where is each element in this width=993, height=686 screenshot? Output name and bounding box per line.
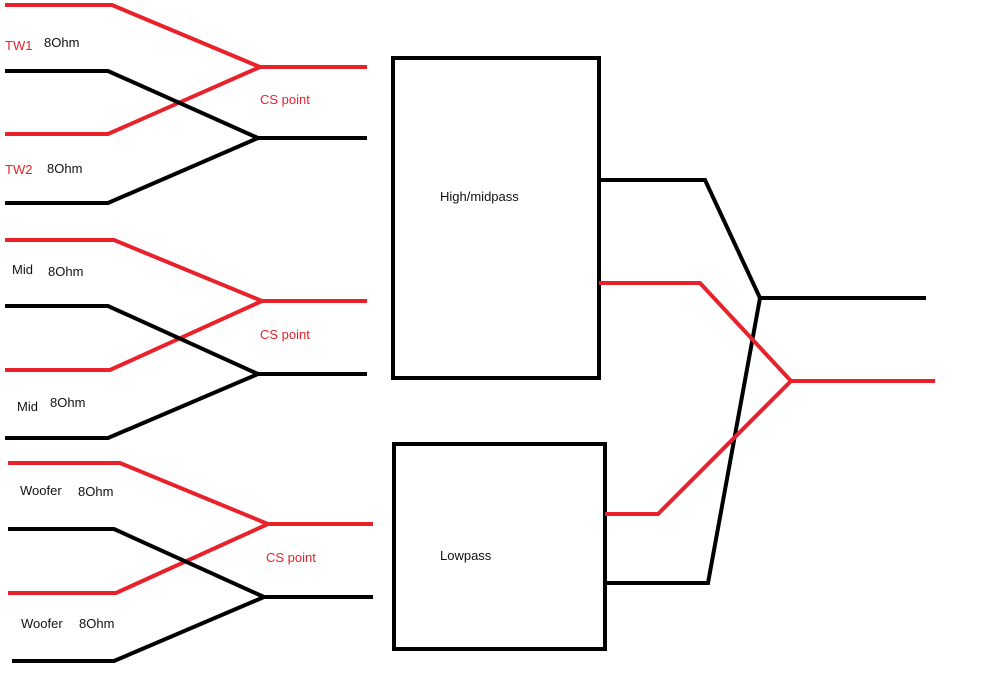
mid2-positive-wire — [5, 299, 263, 372]
mid-cs-point-label: CS point — [260, 327, 310, 342]
tweeter-cs-point-label: CS point — [260, 92, 310, 107]
mid-group-wires — [5, 238, 367, 440]
tw2-negative-wire — [5, 136, 259, 205]
lowpass-label: Lowpass — [440, 548, 492, 563]
tw2-positive-wire — [5, 65, 261, 136]
tw1-negative-wire — [5, 69, 367, 140]
high-mid-negative-output-wire — [599, 178, 926, 300]
lowpass-negative-output-wire — [605, 297, 762, 585]
tw2-label: TW2 — [5, 162, 33, 177]
woofer1-label: Woofer — [20, 483, 62, 498]
high-midpass-box — [391, 56, 601, 380]
mid2-impedance-label: 8Ohm — [50, 395, 86, 410]
tw1-positive-wire — [5, 3, 367, 69]
mid1-positive-wire — [5, 238, 367, 303]
woofer-cs-point-label: CS point — [266, 550, 316, 565]
tw2-impedance-label: 8Ohm — [47, 161, 83, 176]
high-mid-positive-output-wire — [599, 281, 935, 383]
mid1-impedance-label: 8Ohm — [48, 264, 84, 279]
tw1-label: TW1 — [5, 38, 33, 53]
lowpass-positive-output-wire — [605, 379, 793, 516]
woofer-group-wires — [8, 461, 373, 663]
woofer2-positive-wire — [8, 522, 269, 595]
output-wires — [599, 178, 935, 585]
woofer2-label: Woofer — [21, 616, 63, 631]
woofer1-positive-wire — [8, 461, 373, 526]
lowpass-box — [392, 442, 607, 651]
high-midpass-label: High/midpass — [440, 189, 519, 204]
mid1-label: Mid — [12, 262, 33, 277]
tw1-impedance-label: 8Ohm — [44, 35, 80, 50]
woofer1-impedance-label: 8Ohm — [78, 484, 114, 499]
woofer1-negative-wire — [8, 527, 373, 599]
woofer2-negative-wire — [12, 595, 265, 663]
mid1-negative-wire — [5, 304, 367, 376]
mid2-negative-wire — [5, 372, 259, 440]
mid2-label: Mid — [17, 399, 38, 414]
woofer2-impedance-label: 8Ohm — [79, 616, 115, 631]
tweeter-group-wires — [5, 3, 367, 205]
